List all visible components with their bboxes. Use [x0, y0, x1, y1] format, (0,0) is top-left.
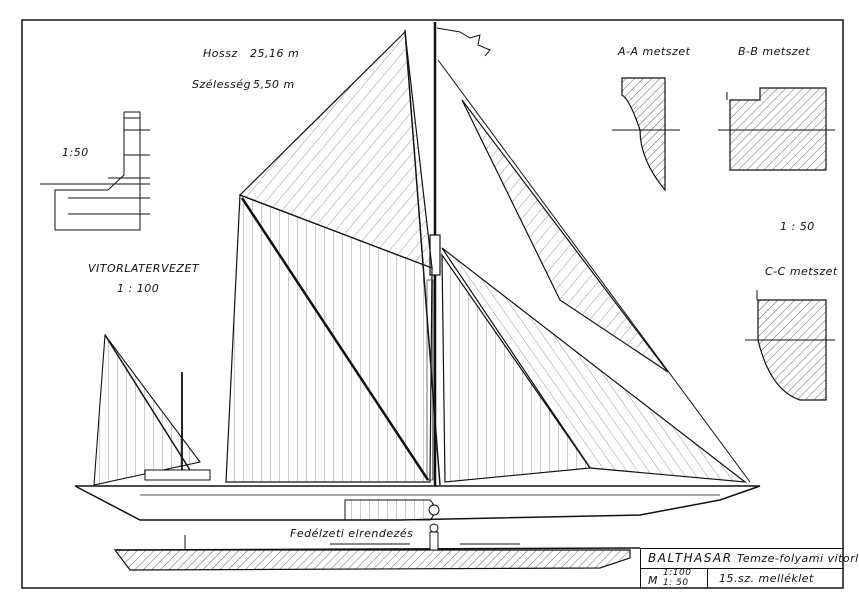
vessel-type: Temze-folyami vitorlás — [737, 552, 859, 565]
sail-plan-title: VITORLATERVEZET — [88, 262, 200, 275]
length-label: Hossz — [203, 47, 238, 60]
section-bb-label: B-B metszet — [738, 45, 811, 58]
beam-value: 5,50 m — [253, 78, 295, 91]
drawing-frame — [21, 19, 844, 589]
section-aa — [612, 77, 680, 192]
title-block-divider — [707, 568, 709, 589]
deck-plan-title: Fedélzeti elrendezés — [290, 527, 414, 540]
sail-plan-scale: 1 : 100 — [117, 282, 160, 295]
forestay — [437, 59, 751, 483]
sprit — [240, 197, 430, 481]
mizzen-sail — [93, 333, 201, 486]
annex-label: 15.sz. melléklet — [719, 572, 814, 585]
scale-m: M — [648, 574, 658, 587]
beam-label: Szélesség — [192, 78, 252, 91]
scale-2: 1: 50 — [663, 578, 689, 588]
staysail — [441, 253, 592, 483]
section-scale: 1 : 50 — [780, 220, 815, 233]
vessel-name: BALTHASAR — [648, 551, 733, 565]
scale-1: 1:100 — [663, 568, 692, 578]
jib — [441, 247, 747, 483]
section-bb — [718, 87, 835, 171]
title-block-row: BALTHASAR Temze-folyami vitorlás — [641, 549, 859, 569]
detail-scale: 1:50 — [62, 146, 89, 159]
hull — [74, 485, 761, 521]
dinghy — [144, 469, 211, 481]
title-block: BALTHASAR Temze-folyami vitorlás M 1:100… — [640, 548, 859, 589]
deck-plan — [113, 523, 641, 571]
length-value: 25,16 m — [250, 47, 300, 60]
section-aa-label: A-A metszet — [618, 45, 691, 58]
stern-detail — [40, 111, 150, 231]
section-cc — [745, 290, 835, 401]
jib-topsail — [461, 99, 669, 373]
section-cc-label: C-C metszet — [765, 265, 838, 278]
